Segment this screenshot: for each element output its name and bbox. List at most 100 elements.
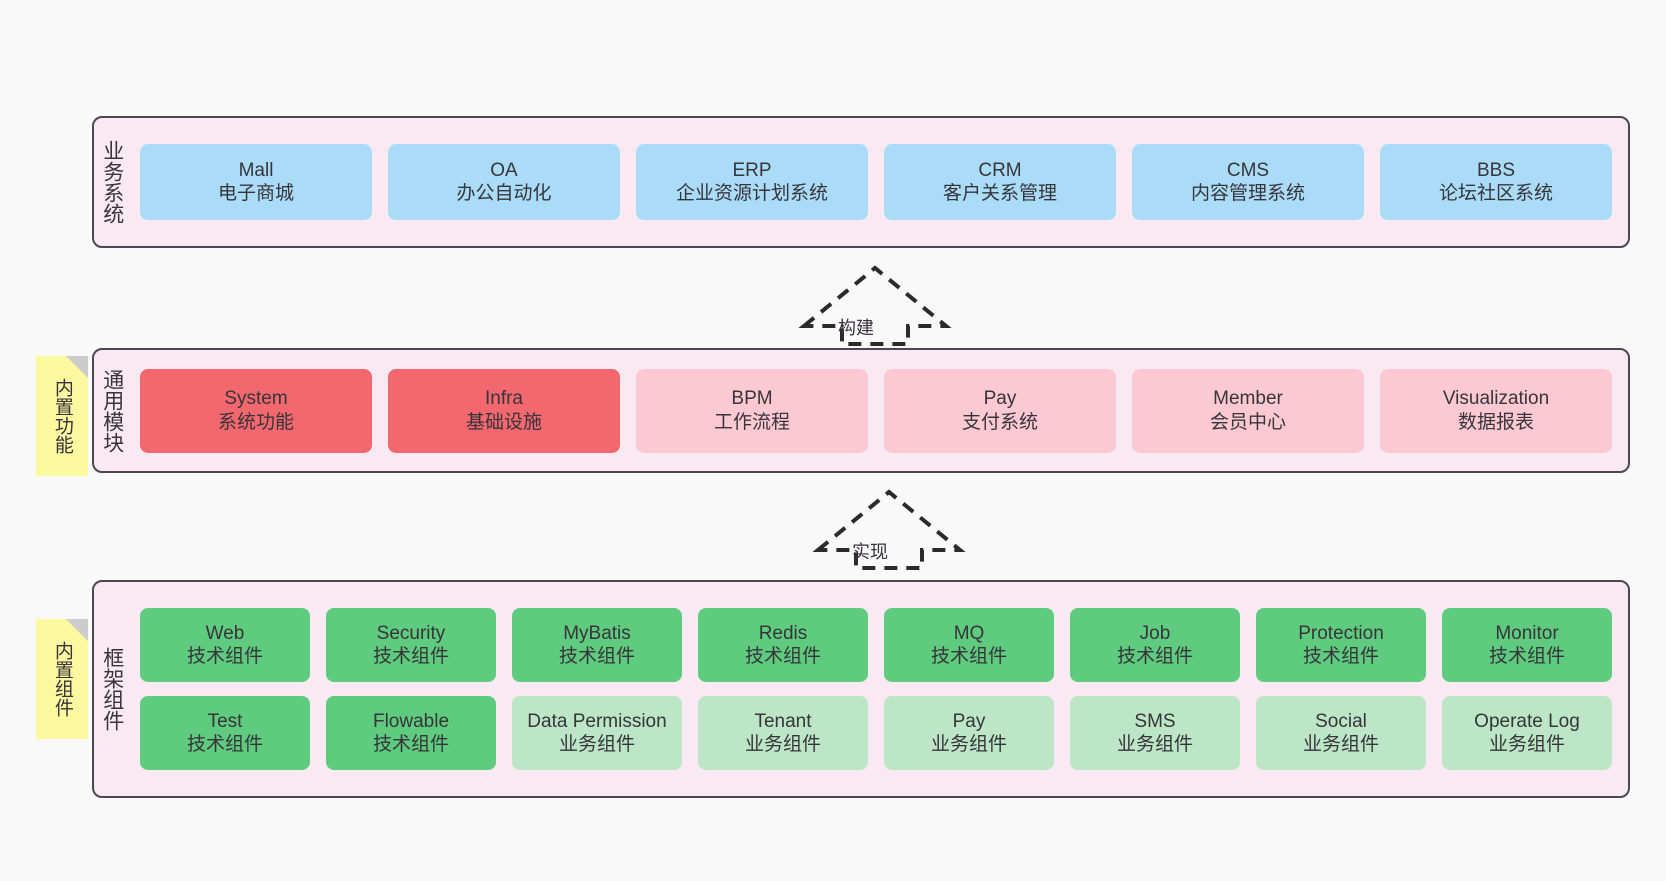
card-pay-module[interactable]: Pay 支付系统 (884, 368, 1116, 453)
card-title: Test (207, 710, 243, 732)
card-subtitle: 数据报表 (1457, 411, 1534, 433)
card-row: System 系统功能 Infra 基础设施 BPM 工作流程 Pay 支付系统… (140, 368, 1612, 453)
card-subtitle: 业务组件 (744, 734, 821, 755)
card-title: Pay (952, 710, 986, 732)
card-visualization[interactable]: Visualization 数据报表 (1380, 368, 1612, 453)
card-title: System (224, 388, 288, 410)
card-title: Data Permission (527, 710, 667, 732)
card-row: Mall 电子商城 OA 办公自动化 ERP 企业资源计划系统 CRM 客户关系… (140, 144, 1612, 220)
card-title: BBS (1476, 159, 1516, 181)
card-tenant[interactable]: Tenant 业务组件 (698, 696, 868, 770)
card-test[interactable]: Test 技术组件 (140, 696, 310, 770)
card-title: Infra (484, 388, 524, 410)
card-title: BPM (731, 388, 773, 410)
card-subtitle: 系统功能 (217, 411, 294, 433)
card-monitor[interactable]: Monitor 技术组件 (1442, 608, 1612, 682)
card-protection[interactable]: Protection 技术组件 (1256, 608, 1426, 682)
card-flowable[interactable]: Flowable 技术组件 (326, 696, 496, 770)
layer-cards-business: Mall 电子商城 OA 办公自动化 ERP 企业资源计划系统 CRM 客户关系… (130, 118, 1628, 246)
card-title: Member (1213, 388, 1283, 410)
card-title: Job (1139, 622, 1171, 644)
card-title: SMS (1134, 710, 1176, 732)
card-subtitle: 技术组件 (744, 646, 821, 667)
card-title: Redis (758, 622, 808, 644)
card-title: Web (205, 622, 245, 644)
layer-cards-framework: Web 技术组件 Security 技术组件 MyBatis 技术组件 Redi… (130, 582, 1628, 796)
connector-implement: 实现 (812, 486, 966, 572)
layer-title-framework: 框架组件 (100, 647, 124, 731)
card-subtitle: 支付系统 (961, 411, 1038, 433)
card-web[interactable]: Web 技术组件 (140, 608, 310, 682)
note-fold-corner-icon (66, 619, 88, 641)
card-subtitle: 技术组件 (186, 734, 263, 755)
card-subtitle: 业务组件 (930, 734, 1007, 755)
card-subtitle: 内容管理系统 (1190, 183, 1305, 204)
card-title: Operate Log (1474, 710, 1580, 732)
card-pay-component[interactable]: Pay 业务组件 (884, 696, 1054, 770)
card-job[interactable]: Job 技术组件 (1070, 608, 1240, 682)
connector-build-label: 构建 (838, 318, 874, 338)
card-subtitle: 业务组件 (1302, 734, 1379, 755)
card-subtitle: 技术组件 (1488, 646, 1565, 667)
card-title: CMS (1226, 159, 1270, 181)
card-infra[interactable]: Infra 基础设施 (388, 368, 620, 453)
card-bbs[interactable]: BBS 论坛社区系统 (1380, 144, 1612, 220)
note-builtin-component: 内置组件 (36, 619, 88, 739)
card-subtitle: 企业资源计划系统 (675, 183, 828, 204)
card-member[interactable]: Member 会员中心 (1132, 368, 1364, 453)
card-bpm[interactable]: BPM 工作流程 (636, 368, 868, 453)
card-subtitle: 技术组件 (186, 646, 263, 667)
card-security[interactable]: Security 技术组件 (326, 608, 496, 682)
note-label: 内置组件 (51, 641, 73, 717)
card-subtitle: 技术组件 (372, 734, 449, 755)
card-subtitle: 技术组件 (1116, 646, 1193, 667)
card-crm[interactable]: CRM 客户关系管理 (884, 144, 1116, 220)
note-fold-corner-icon (66, 356, 88, 378)
card-mybatis[interactable]: MyBatis 技术组件 (512, 608, 682, 682)
card-title: MQ (953, 622, 985, 644)
card-title: OA (490, 159, 518, 181)
card-subtitle: 技术组件 (372, 646, 449, 667)
card-subtitle: 工作流程 (713, 411, 790, 433)
card-system[interactable]: System 系统功能 (140, 368, 372, 453)
layer-title-business: 业务系统 (100, 140, 124, 224)
card-subtitle: 会员中心 (1209, 411, 1286, 433)
card-redis[interactable]: Redis 技术组件 (698, 608, 868, 682)
card-subtitle: 论坛社区系统 (1438, 183, 1553, 204)
card-row: Test 技术组件 Flowable 技术组件 Data Permission … (140, 696, 1612, 770)
card-subtitle: 技术组件 (558, 646, 635, 667)
layer-common-module: 通用模块 System 系统功能 Infra 基础设施 BPM 工作流程 Pay… (92, 348, 1630, 473)
connector-implement-label: 实现 (852, 542, 888, 562)
layer-framework-component: 框架组件 Web 技术组件 Security 技术组件 MyBatis 技术组件… (92, 580, 1630, 798)
card-data-permission[interactable]: Data Permission 业务组件 (512, 696, 682, 770)
card-subtitle: 业务组件 (1488, 734, 1565, 755)
card-title: Social (1315, 710, 1367, 732)
layer-cards-module: System 系统功能 Infra 基础设施 BPM 工作流程 Pay 支付系统… (130, 350, 1628, 471)
card-cms[interactable]: CMS 内容管理系统 (1132, 144, 1364, 220)
card-oa[interactable]: OA 办公自动化 (388, 144, 620, 220)
card-subtitle: 技术组件 (930, 646, 1007, 667)
card-mall[interactable]: Mall 电子商城 (140, 144, 372, 220)
card-social[interactable]: Social 业务组件 (1256, 696, 1426, 770)
card-title: Pay (983, 388, 1017, 410)
card-title: Mall (238, 159, 274, 181)
card-sms[interactable]: SMS 业务组件 (1070, 696, 1240, 770)
card-title: ERP (732, 159, 772, 181)
card-subtitle: 业务组件 (558, 734, 635, 755)
card-erp[interactable]: ERP 企业资源计划系统 (636, 144, 868, 220)
note-label: 内置功能 (51, 378, 73, 454)
card-subtitle: 业务组件 (1116, 734, 1193, 755)
card-title: Flowable (372, 710, 450, 732)
connector-build: 构建 (798, 262, 952, 348)
card-row: Web 技术组件 Security 技术组件 MyBatis 技术组件 Redi… (140, 608, 1612, 682)
layer-title-module: 通用模块 (100, 368, 124, 453)
card-operate-log[interactable]: Operate Log 业务组件 (1442, 696, 1612, 770)
card-subtitle: 基础设施 (465, 411, 542, 433)
card-title: MyBatis (563, 622, 631, 644)
card-title: Protection (1298, 622, 1384, 644)
card-title: Monitor (1495, 622, 1559, 644)
card-subtitle: 电子商城 (217, 183, 294, 204)
card-mq[interactable]: MQ 技术组件 (884, 608, 1054, 682)
card-subtitle: 技术组件 (1302, 646, 1379, 667)
